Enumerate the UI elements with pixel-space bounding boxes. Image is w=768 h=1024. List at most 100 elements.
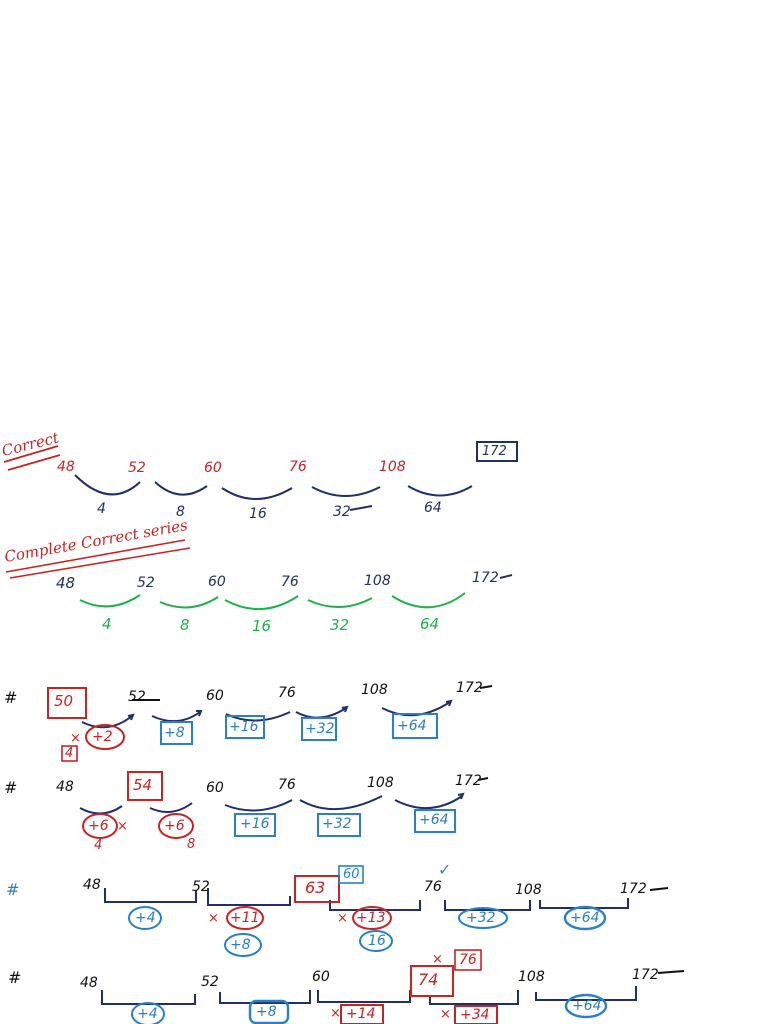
heading-underline <box>5 539 191 579</box>
bracket <box>429 990 519 1005</box>
term: 108 <box>379 459 406 475</box>
box <box>61 745 78 762</box>
term: 60 <box>208 574 226 590</box>
box <box>338 865 364 884</box>
term: 52 <box>137 575 155 591</box>
dash <box>477 777 489 781</box>
bracket <box>444 900 531 911</box>
dash <box>132 685 493 701</box>
difference: +11 <box>230 910 260 926</box>
bracket <box>317 990 411 1003</box>
cross-mark: × <box>432 952 443 967</box>
difference: +4 <box>137 1006 158 1022</box>
bracket <box>104 888 197 903</box>
difference: +2 <box>92 729 113 745</box>
term: 76 <box>278 777 296 793</box>
difference: +13 <box>356 910 386 926</box>
arc <box>221 487 293 500</box>
term: 108 <box>515 882 542 898</box>
note: 8 <box>187 837 196 852</box>
box <box>160 721 193 745</box>
box <box>47 687 87 719</box>
difference: +4 <box>135 910 156 926</box>
dash <box>499 574 513 579</box>
circle <box>82 813 118 839</box>
box <box>454 1005 498 1024</box>
difference: 8 <box>180 616 190 634</box>
term: 172 <box>620 881 647 897</box>
term: 60 <box>204 460 222 476</box>
arc <box>159 596 219 609</box>
arrow <box>151 710 203 723</box>
circle <box>359 930 393 952</box>
row-marker: # <box>4 688 18 707</box>
correction: 16 <box>368 933 386 949</box>
cross-mark: × <box>70 731 81 746</box>
term: 108 <box>367 775 394 791</box>
term: 60 <box>206 780 224 796</box>
term: 48 <box>57 459 75 475</box>
arrow <box>394 792 465 810</box>
boxed-term: 50 <box>54 692 74 710</box>
term: 108 <box>361 682 388 698</box>
term: 60 <box>206 688 224 704</box>
difference: 32 <box>333 504 351 520</box>
difference: +64 <box>397 718 427 734</box>
term: 76 <box>424 879 442 895</box>
arc <box>391 592 466 609</box>
difference: +34 <box>460 1007 490 1023</box>
row-marker: # <box>8 968 22 987</box>
circle <box>128 906 162 930</box>
corrected-term: 60 <box>343 867 360 882</box>
underline <box>349 505 373 511</box>
box <box>234 813 276 837</box>
arc <box>154 481 208 496</box>
box <box>414 809 456 833</box>
bracket <box>207 888 291 906</box>
bracket <box>329 900 421 911</box>
difference: +16 <box>240 816 270 832</box>
difference: 4 <box>97 501 106 517</box>
box <box>340 1004 384 1024</box>
difference: +6 <box>164 818 185 834</box>
term: 172 <box>456 680 483 696</box>
note: 4 <box>94 838 103 853</box>
term: 172 <box>472 570 499 586</box>
term: 108 <box>518 969 545 985</box>
circle <box>131 1002 165 1024</box>
arc <box>407 485 473 497</box>
difference: 32 <box>330 616 350 634</box>
arrow <box>81 713 135 729</box>
difference: +64 <box>572 998 602 1014</box>
bracket <box>101 990 196 1005</box>
box <box>301 717 337 741</box>
term: 52 <box>128 460 146 476</box>
boxed-term: 54 <box>133 776 153 794</box>
cross-mark: × <box>440 1007 451 1022</box>
term: 48 <box>83 877 101 893</box>
difference: +8 <box>256 1004 277 1020</box>
difference: 4 <box>102 615 112 633</box>
arrow <box>79 805 123 815</box>
term: 60 <box>312 969 330 985</box>
arrow <box>224 799 293 812</box>
box <box>317 813 361 837</box>
cross-mark: × <box>208 911 219 926</box>
circle <box>226 906 264 930</box>
box <box>294 875 340 903</box>
corrected-term: 76 <box>459 952 477 968</box>
arc <box>74 474 141 496</box>
term: 48 <box>80 975 98 991</box>
difference: +8 <box>164 725 185 741</box>
circle <box>85 724 125 750</box>
term: 76 <box>281 574 299 590</box>
difference: 8 <box>176 504 185 520</box>
difference: 64 <box>420 615 440 633</box>
arrow <box>295 705 349 719</box>
arc <box>311 486 381 497</box>
heading-underline <box>3 445 61 471</box>
circle <box>352 906 392 930</box>
dash <box>649 887 669 891</box>
term: 48 <box>56 574 76 592</box>
